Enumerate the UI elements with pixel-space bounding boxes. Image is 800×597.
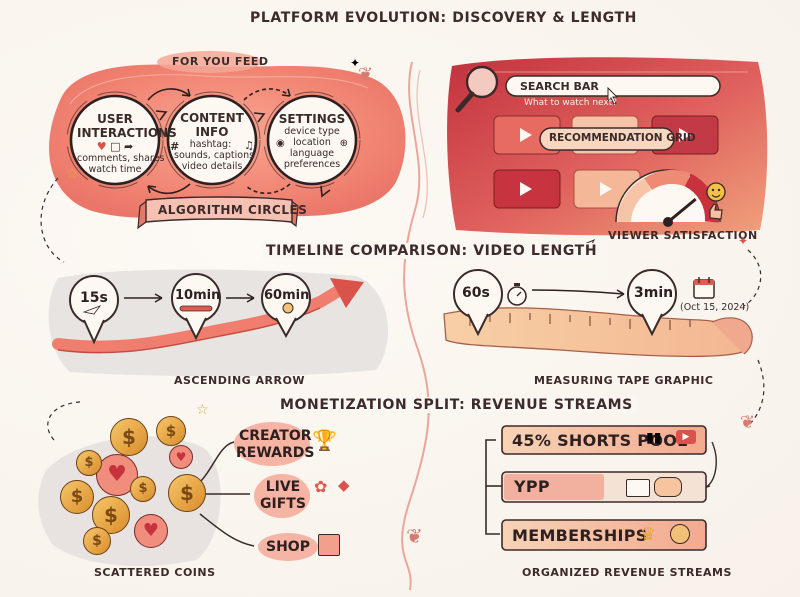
divider-line (401, 61, 430, 591)
coin: $ (60, 480, 94, 514)
measuring-tape-caption: MEASURING TAPE GRAPHIC (534, 374, 714, 387)
gift-creator-rewards: CREATOR REWARDS (236, 428, 315, 461)
divider-line (416, 69, 428, 219)
trophy-icon: 🏆 (312, 428, 337, 452)
algorithm-circle-3 (263, 91, 361, 198)
star-icon: ☆ (66, 166, 79, 182)
circle-sub: device type location language preference… (283, 126, 341, 170)
flow-arrow (147, 88, 191, 101)
cursor-icon (607, 86, 619, 105)
algorithm-circle-1 (66, 91, 168, 189)
pin-label-60s: 60s (462, 285, 490, 301)
circle-title: SETTINGS (278, 112, 346, 126)
music-note-icon: ♫ (244, 139, 254, 152)
time-pin-3min (627, 269, 677, 337)
feed-label: FOR YOU FEED (172, 55, 269, 68)
leaf-sprig-icon: ❦ (358, 64, 374, 85)
badge-icon (670, 524, 690, 544)
time-pin-10min (171, 273, 221, 341)
play-icon: ▶ (676, 430, 696, 444)
search-placeholder: What to watch next? (524, 98, 618, 108)
main-heading: PLATFORM EVOLUTION: DISCOVERY & LENGTH (250, 10, 637, 26)
hashtag-icon: # (170, 140, 180, 153)
play-icon (520, 182, 532, 196)
pin-label-15s: 15s (80, 290, 108, 306)
crown-icon: ♛ (640, 524, 657, 545)
pin-label-60min: 60min (264, 288, 310, 303)
revenue-streams-caption: ORGANIZED REVENUE STREAMS (522, 566, 732, 579)
monetization-heading: MONETIZATION SPLIT: REVENUE STREAMS (276, 397, 637, 413)
play-icon (520, 128, 532, 142)
play-icon (600, 182, 612, 196)
play-icon (679, 128, 691, 142)
flow-arrow (147, 183, 191, 195)
magnifier-icon (455, 65, 499, 113)
revenue-stream-3 (501, 519, 707, 551)
circle-sub: comments, shares watch time (77, 153, 165, 175)
time-pin-60min (261, 273, 311, 339)
flow-arrow (245, 183, 291, 195)
gift-live-gifts: LIVE GIFTS (260, 479, 306, 512)
leaf-sprig-icon: ❦ (740, 412, 756, 433)
stream-memberships: MEMBERSHIPS (512, 526, 648, 545)
stopwatch-icon (507, 283, 527, 306)
bar-chart-icon: ▮▮ (646, 430, 662, 446)
smiley-icon (706, 182, 726, 202)
pin-label-3min: 3min (634, 285, 674, 301)
stream-ypp: YPP (514, 477, 550, 496)
star-icon: ☆ (196, 402, 209, 418)
comment-icon: □ (110, 140, 121, 153)
sparkle-icon: ✦ (738, 234, 749, 248)
coin: $ (156, 416, 186, 446)
heart-coin: ♥ (96, 454, 138, 496)
recommendation-grid-label: RECOMMENDATION GRID (549, 132, 696, 144)
measuring-tape (711, 317, 753, 355)
stream-shorts-pool: 45% SHORTS POOL (512, 431, 688, 450)
coin: $ (168, 474, 206, 512)
gauge-needle (667, 197, 697, 224)
sparkle-icon: ✦ (350, 56, 361, 70)
coin: $ (83, 527, 111, 555)
gift-shop: SHOP (266, 539, 310, 555)
coin: $ (110, 418, 148, 456)
timeline-heading: TIMELINE COMPARISON: VIDEO LENGTH (262, 243, 602, 259)
ad-icon (626, 479, 650, 497)
circle-content-info: CONTENT INFO # hashtag: sounds, captions… (170, 111, 255, 172)
coins-caption: SCATTERED COINS (94, 566, 216, 579)
heart-coin: ♥ (134, 514, 168, 548)
viewer-satisfaction-label: VIEWER SATISFACTION (608, 229, 758, 242)
circle-user-interactions: USER INTERACTIONS ♥ □ ➦ comments, shares… (77, 112, 177, 175)
calendar-icon (693, 277, 715, 299)
coin: $ (76, 450, 102, 476)
thumbs-up-icon (709, 203, 723, 220)
search-bar-label[interactable]: SEARCH BAR (520, 80, 599, 93)
heart-icon: ♥ (96, 140, 107, 153)
revenue-stream-1 (501, 425, 707, 455)
algorithm-ribbon (137, 196, 299, 230)
shopping-bag-icon (318, 534, 340, 556)
globe-icon: ⊕ (339, 138, 348, 149)
leaf-sprig-icon: ❦ (406, 524, 423, 548)
flower-icon: ✿ (314, 477, 328, 496)
ascending-arrow-caption: ASCENDING ARROW (174, 374, 305, 387)
algorithm-banner-text: ALGORITHM CIRCLES (158, 203, 308, 217)
circle-settings: SETTINGS ◉ device type location language… (274, 112, 350, 170)
circle-title: CONTENT INFO (180, 111, 244, 139)
share-icon: ➦ (124, 140, 134, 153)
pin-label-10min: 10min (175, 288, 221, 303)
time-pin-60s (453, 269, 503, 337)
location-pin-icon: ◉ (276, 138, 285, 149)
handshake-icon (654, 477, 682, 497)
date-label: (Oct 15, 2024) (680, 302, 750, 313)
heart-coin: ♥ (169, 445, 193, 469)
diamond-icon: ◆ (338, 476, 350, 494)
time-pin-15s (69, 275, 119, 345)
tape-ticks (469, 313, 691, 330)
algorithm-circle-2 (163, 91, 266, 189)
coin: $ (130, 476, 156, 502)
circle-title: USER INTERACTIONS (77, 112, 177, 140)
circle-sub: hashtag: sounds, captions video details (174, 139, 255, 172)
